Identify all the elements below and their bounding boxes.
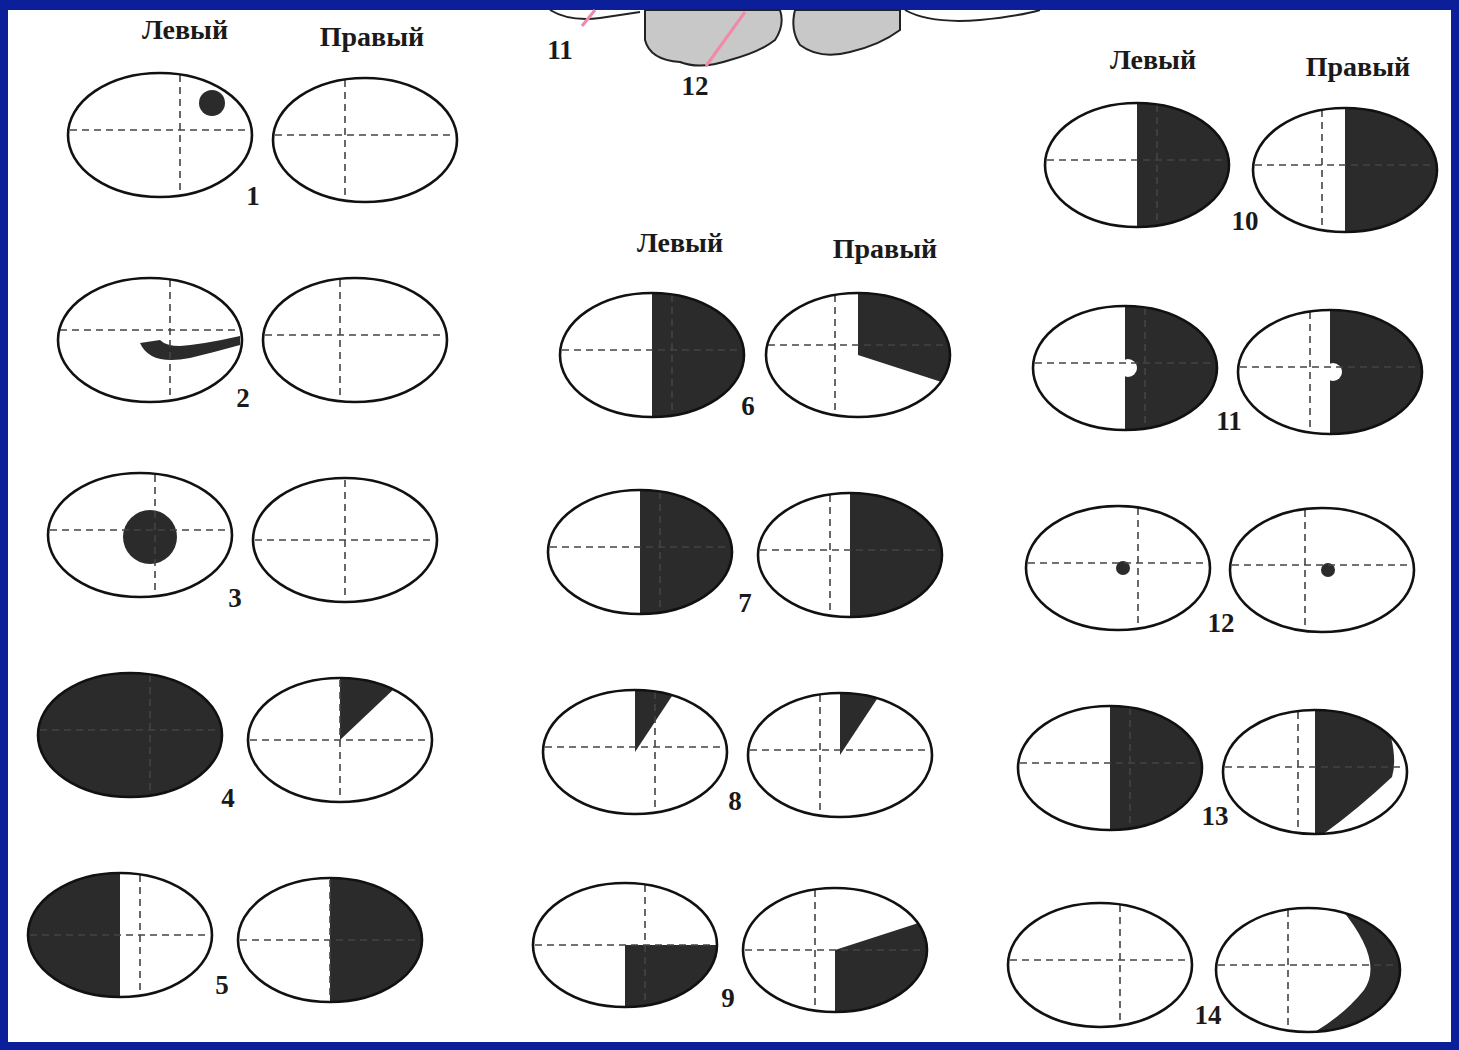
anatomy-fragment xyxy=(550,10,1040,66)
field-number: 1 xyxy=(246,183,260,210)
fixation-crosses xyxy=(30,75,1435,1030)
eye-header: Правый xyxy=(833,235,937,263)
callout-number: 12 xyxy=(682,73,709,100)
field-number: 13 xyxy=(1202,803,1229,830)
eye-header: Левый xyxy=(637,229,723,257)
eye-header: Правый xyxy=(320,23,424,51)
field-number: 3 xyxy=(228,585,242,612)
eye-header: Правый xyxy=(1306,53,1410,81)
field-number: 12 xyxy=(1208,610,1235,637)
field-number: 5 xyxy=(215,972,229,999)
field-number: 6 xyxy=(741,393,755,420)
field-number: 7 xyxy=(738,590,752,617)
visual-field-outlines xyxy=(28,73,1437,1032)
macular-sparing xyxy=(1119,359,1342,381)
eye-header: Левый xyxy=(1110,46,1196,74)
field-number: 14 xyxy=(1195,1002,1222,1029)
field-number: 4 xyxy=(221,785,235,812)
field-number: 9 xyxy=(721,985,735,1012)
field-number: 11 xyxy=(1216,408,1242,435)
callout-number: 11 xyxy=(547,37,573,64)
eye-header: Левый xyxy=(142,16,228,44)
scotoma-fills xyxy=(20,90,1445,1040)
field-number: 8 xyxy=(728,788,742,815)
field-number: 10 xyxy=(1232,208,1259,235)
field-number: 2 xyxy=(236,385,250,412)
